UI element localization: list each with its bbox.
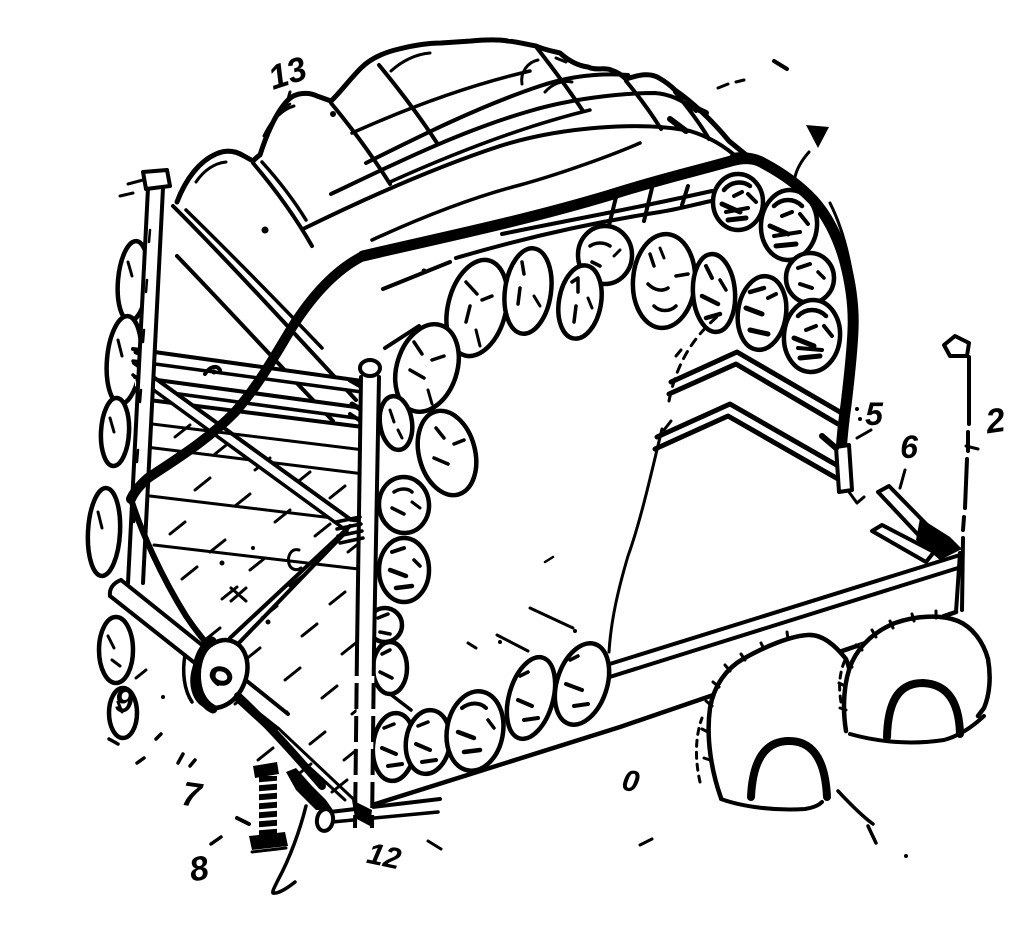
svg-text:12: 12 xyxy=(364,837,404,876)
svg-text:9: 9 xyxy=(115,682,134,720)
svg-text:6: 6 xyxy=(900,429,918,465)
svg-text:0: 0 xyxy=(620,764,642,799)
svg-text:5: 5 xyxy=(865,396,884,432)
